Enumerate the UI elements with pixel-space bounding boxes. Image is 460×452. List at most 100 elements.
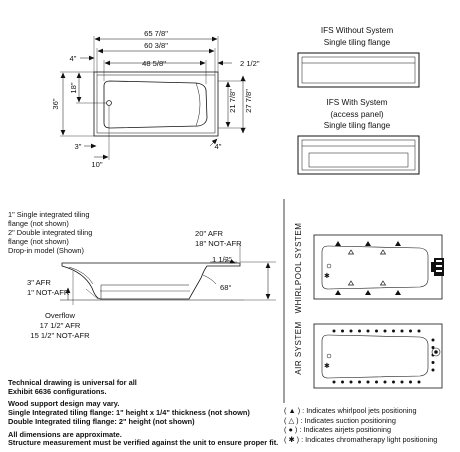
legend-text: : Indicates chromatherapy light position…	[301, 434, 438, 444]
label-overall-width: 36"	[51, 98, 60, 109]
whirlpool-tub-rim	[313, 234, 443, 300]
drain-icon	[106, 100, 112, 106]
air-basin	[321, 334, 429, 379]
pump-coupling	[431, 262, 434, 272]
airjet-icon	[409, 380, 412, 384]
ifs-without-title: IFS Without System	[321, 26, 394, 35]
whirlpool-tub: ✱	[313, 234, 444, 300]
airjet-icon	[431, 338, 435, 342]
whirlpool-system-label: WHIRLPOOL SYSTEM	[294, 223, 303, 314]
note-line: Exhibit 6636 configurations.	[8, 386, 107, 396]
legend-row-whirlpool-jets: ( ▲ ) : Indicates whirlpool jets positio…	[284, 406, 456, 416]
airjet-icon	[375, 380, 378, 384]
label-drain-offset: 18"	[69, 82, 78, 93]
general-notes: Technical drawing is universal for all E…	[8, 378, 288, 448]
airjet-icon	[332, 380, 336, 384]
side-note-line: Drop-in model (Shown)	[8, 246, 84, 255]
blower-hub	[434, 350, 438, 354]
ifs-with-title: IFS With System	[327, 98, 388, 107]
whirlpool-jet-icon	[365, 290, 371, 295]
legend-text: : Indicates airjets positioning	[299, 425, 392, 434]
suction-icon	[347, 249, 355, 255]
note-line: Double Integrated tiling flange: 2" heig…	[8, 416, 195, 426]
whirlpool-jet-icon	[365, 241, 371, 246]
legend-row-suction: ( △ ) : Indicates suction positioning	[284, 416, 456, 426]
ifs-without-panel	[297, 52, 420, 88]
airjet-icon	[431, 361, 435, 364]
dim-bottom-right	[209, 138, 218, 147]
airjet-icon	[383, 329, 387, 333]
note-line: All dimensions are approximate.	[8, 429, 122, 439]
side-note-line: 2" Double integrated tiling	[8, 228, 92, 237]
airjet-icon	[341, 380, 344, 384]
drain-icon	[326, 353, 332, 359]
ifs-with-subtitle: (access panel)	[330, 110, 384, 119]
airjet-icon	[400, 329, 404, 333]
airjet-icon	[431, 346, 435, 349]
label-overflow-afr: 17 1/2" AFR	[40, 321, 81, 330]
side-note-line: flange (not shown)	[8, 219, 69, 228]
label-bottom-left: 3"	[75, 142, 82, 151]
suction-icon	[347, 280, 355, 286]
note-line: Single Integrated tiling flange: 1" heig…	[8, 408, 250, 418]
ifs-without-subtitle: Single tiling flange	[324, 38, 391, 47]
label-overall-length: 65 7/8"	[144, 29, 168, 38]
airjet-icon	[332, 329, 336, 333]
airjet-icon	[409, 329, 412, 333]
pump-fin	[436, 260, 442, 262]
label-lip: 1 1/2"	[212, 255, 232, 264]
note-line: Structure measurement must be verified a…	[8, 438, 279, 448]
label-left-flange: 4"	[70, 54, 77, 63]
ifs-with-system: IFS With System (access panel) Single ti…	[297, 98, 420, 175]
airjet-icon	[366, 329, 370, 333]
pump-fin	[436, 265, 442, 267]
symbol-legend: ( ▲ ) : Indicates whirlpool jets positio…	[284, 406, 456, 444]
whirlpool-jet-icon	[395, 241, 401, 246]
support-frame	[100, 284, 189, 299]
tub-outer-rim	[93, 71, 219, 137]
legend-row-airjets: ( ● ) : Indicates airjets positioning	[284, 425, 456, 435]
legend-text: : Indicates suction positioning	[300, 415, 396, 425]
whirlpool-jet-icon	[395, 290, 401, 295]
whirlpool-jet-legend-icon: ( ▲ )	[284, 406, 301, 415]
angle-arc	[202, 274, 217, 285]
chromatherapy-light-icon: ✱	[324, 362, 330, 370]
tub-side-profile	[61, 262, 241, 300]
label-angle: 68°	[220, 283, 231, 292]
ifs-without-system: IFS Without System Single tiling flange	[297, 26, 420, 88]
ifs-with-inner	[301, 139, 416, 171]
legend-text: : Indicates whirlpool jets positioning	[302, 406, 417, 415]
label-basin-length: 48 5/8"	[142, 59, 166, 68]
side-view	[60, 244, 276, 305]
airjet-icon	[383, 380, 387, 384]
chromatherapy-legend-icon: ( ✱ )	[284, 434, 300, 444]
label-not-afr-bottom: 1" NOT-AFR	[27, 288, 70, 297]
blower-icon	[431, 347, 441, 357]
pump-fin	[436, 270, 442, 272]
label-basin-width-1: 21 7/8"	[228, 89, 237, 113]
airjet-icon	[349, 329, 353, 333]
airjet-legend-icon: ( ● )	[284, 425, 298, 434]
legend-row-chromatherapy: ( ✱ ) : Indicates chromatherapy light po…	[284, 435, 456, 445]
suction-icon	[379, 249, 387, 255]
airjet-icon	[349, 380, 353, 384]
air-tub-rim	[313, 323, 443, 389]
lip-leader	[223, 258, 236, 264]
airjet-icon	[400, 380, 404, 384]
air-tub: ✱	[313, 323, 443, 389]
side-note-line: 1" Single integrated tiling	[8, 210, 90, 219]
side-view-labels: 20" AFR 18" NOT-AFR 1 1/2" 68° 3" AFR 1"…	[27, 229, 242, 340]
airjet-icon	[431, 368, 435, 372]
airjet-icon	[358, 380, 361, 384]
airjet-icon	[341, 329, 344, 333]
ifs-without-inner	[301, 56, 416, 84]
airjet-icon	[366, 380, 370, 384]
pump-motor-icon	[431, 258, 444, 276]
suction-legend-icon: ( △ )	[284, 415, 299, 425]
side-note-line: flange (not shown)	[8, 237, 69, 246]
drain-icon	[326, 263, 332, 269]
tub-inner-rim	[96, 74, 216, 134]
label-inner-length: 60 3/8"	[144, 41, 168, 50]
